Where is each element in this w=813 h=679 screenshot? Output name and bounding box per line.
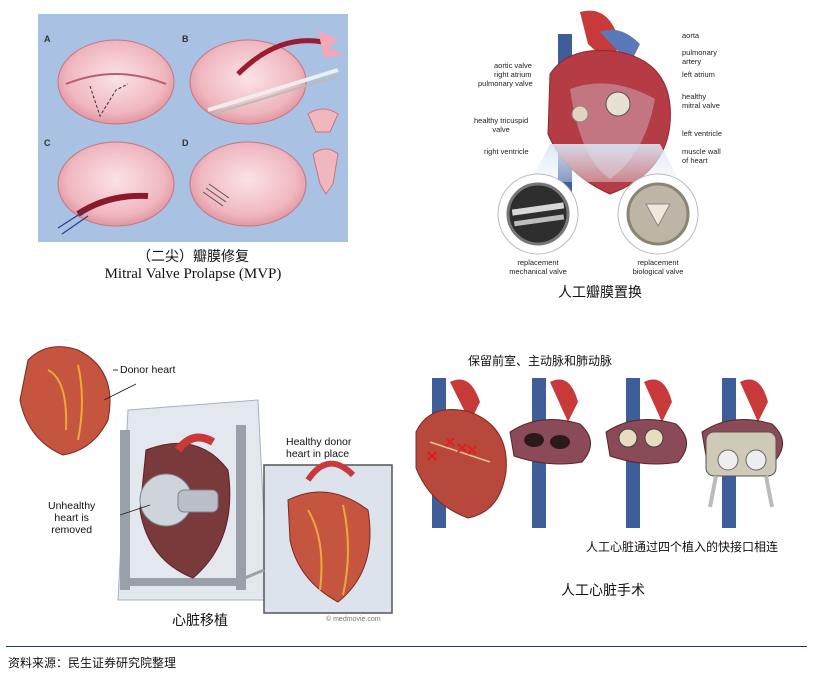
label-biological-valve: replacement biological valve (632, 258, 684, 276)
source-note: 资料来源：民生证券研究院整理 (8, 656, 177, 670)
label-donor-heart: Donor heart (120, 364, 176, 376)
label-pulmonary-valve: pulmonary valve (478, 79, 533, 88)
heart-stage-4 (701, 378, 783, 528)
panel-letter-b: B (182, 34, 189, 44)
label-aortic-valve: aortic valve (494, 61, 532, 70)
panel-letter-d: D (182, 138, 189, 148)
mvp-caption-en: Mitral Valve Prolapse (MVP) (104, 266, 282, 282)
panel-letter-c: C (44, 138, 51, 148)
label-left-atrium: left atrium (682, 70, 715, 79)
mvp-illustration: A B C D (38, 14, 348, 242)
transplant-caption: 心脏移植 (172, 613, 228, 629)
valve-b (189, 30, 344, 133)
mechanical-valve-icon (497, 173, 579, 255)
valve-replacement-illustration: aorta pulmonary artery left atrium aorti… (470, 4, 740, 286)
transplant-illustration: Donor heart Unhealthy heart is removed H… (8, 340, 398, 630)
artificial-heart-illustration (410, 372, 806, 532)
medmovie-watermark: © medmovie.com (326, 616, 381, 623)
artificial-heart-caption: 人工心脏手术 (561, 583, 645, 599)
heart-cross-section (497, 10, 699, 255)
label-healthy-tricuspid-valve: healthy tricuspid valve (474, 116, 529, 134)
panel-letter-a: A (44, 34, 51, 44)
label-left-ventricle: left ventricle (682, 129, 723, 138)
label-healthy-donor-heart: Healthy donor heart in place (286, 436, 352, 460)
heart-stage-3 (605, 378, 687, 528)
label-muscle-wall: muscle wall of heart (682, 147, 721, 165)
label-healthy-mitral-valve: healthy mitral valve (682, 92, 720, 110)
transplant-drawing (19, 346, 393, 614)
artificial-heart-top-caption: 保留前室、主动脉和肺动脉 (468, 354, 613, 368)
heart-stage-2 (509, 378, 591, 528)
valve-a (57, 39, 175, 125)
label-right-atrium: right atrium (494, 70, 532, 79)
label-pulmonary-artery: pulmonary artery (682, 48, 718, 66)
valve-d (189, 141, 339, 227)
label-aorta: aorta (682, 31, 700, 40)
heart-stage-1 (415, 378, 507, 528)
valve-replacement-caption: 人工瓣膜置换 (558, 285, 642, 301)
artificial-heart-connect-caption: 人工心脏通过四个植入的快接口相连 (586, 540, 779, 554)
mvp-valve-drawings (57, 30, 344, 235)
label-mechanical-valve: replacement mechanical valve (509, 258, 567, 276)
biological-valve-icon (617, 173, 699, 255)
remove-mark-icons (427, 437, 477, 461)
label-right-ventricle: right ventricle (484, 147, 529, 156)
mvp-caption-cn: （二尖）瓣膜修复 (137, 249, 249, 265)
footer-rule (6, 646, 807, 647)
valve-c (57, 141, 175, 235)
label-unhealthy-heart: Unhealthy heart is removed (48, 500, 96, 536)
donor-heart-icon (19, 346, 118, 456)
artificial-heart-drawings (415, 378, 783, 528)
